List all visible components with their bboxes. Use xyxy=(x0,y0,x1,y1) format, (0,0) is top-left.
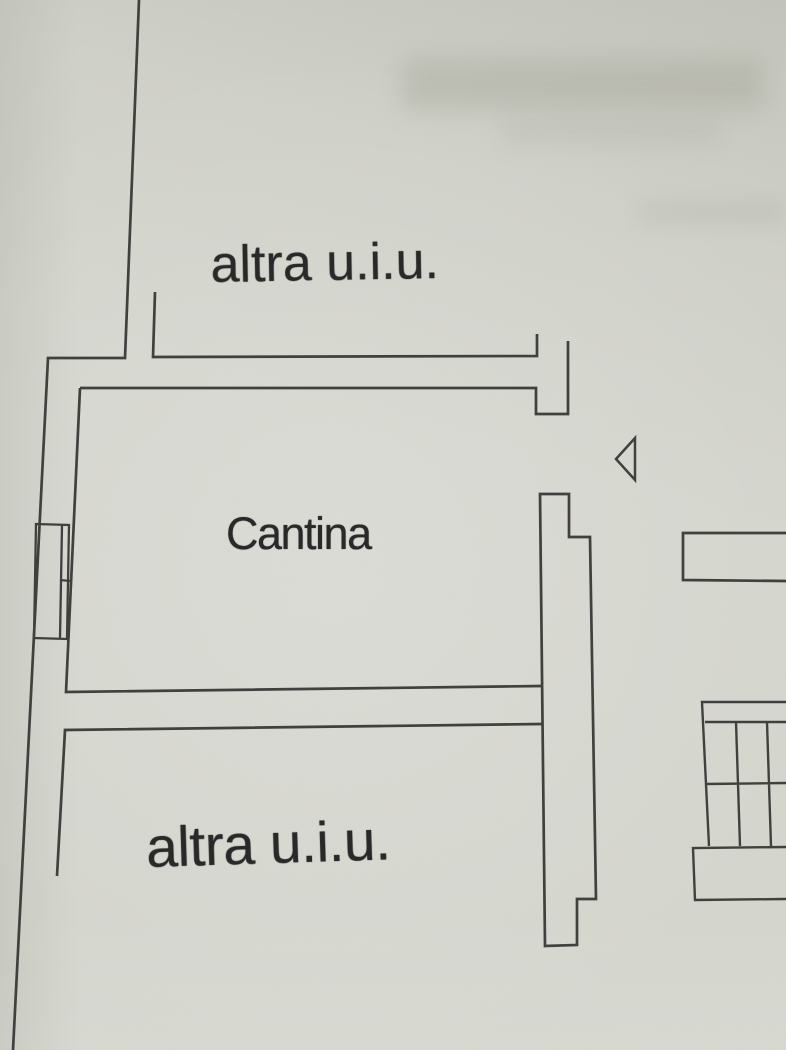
stair-top-band xyxy=(700,700,786,847)
upper-wall xyxy=(151,291,539,359)
staircase xyxy=(691,700,786,902)
stair-step-lines xyxy=(705,721,786,847)
stair-lower-band xyxy=(691,845,786,902)
window-inner-line xyxy=(58,524,64,639)
right-edge-rectangle xyxy=(681,531,786,583)
wall-lines xyxy=(11,0,786,1050)
right-wall-block xyxy=(538,492,598,948)
label-cantina-room: Cantina xyxy=(226,508,372,559)
label-lower-unit: altra u.i.u. xyxy=(145,808,392,880)
window-mullion-tick xyxy=(59,578,71,583)
label-upper-unit: altra u.i.u. xyxy=(210,232,440,294)
outer-left-wall xyxy=(11,0,141,1050)
door-arrow-icon xyxy=(614,434,637,484)
